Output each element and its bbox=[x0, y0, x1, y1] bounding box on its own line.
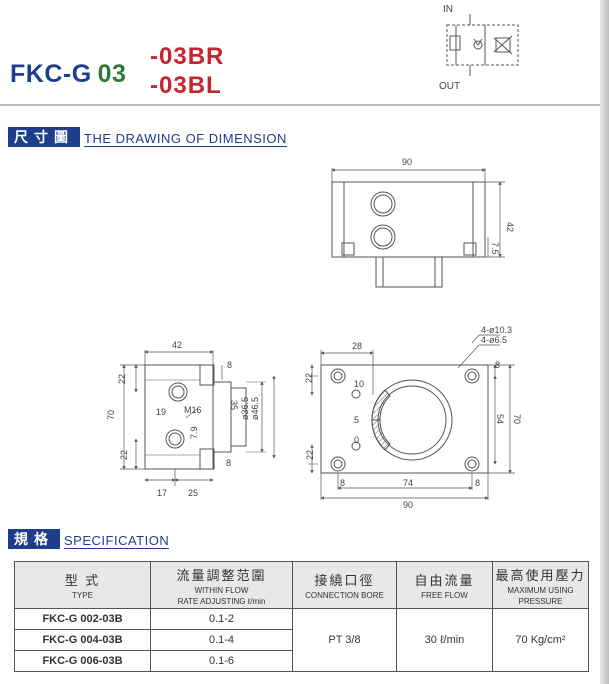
hydraulic-symbol bbox=[446, 14, 519, 76]
col-pressure: 最高使用壓力 MAXIMUM USING PRESSURE bbox=[492, 561, 589, 609]
dim-side-365: ø36.5 bbox=[240, 397, 250, 420]
cell-type: FKC-G 004-03B bbox=[14, 629, 151, 651]
col-range: 流量調整范圍 WITHIN FLOW RATE ADJUSTING ℓ/min bbox=[150, 561, 293, 609]
table-row: FKC-G 002-03B 0.1-2 PT 3/8 30 ℓ/min 70 K… bbox=[14, 608, 589, 672]
dim-front-5: 5 bbox=[354, 415, 359, 425]
dim-side-465: ø46.5 bbox=[250, 397, 260, 420]
section-dimension: 尺寸圖 THE DRAWING OF DIMENSION bbox=[8, 127, 287, 147]
spec-table: 型 式 TYPE 流量調整范圍 WITHIN FLOW RATE ADJUSTI… bbox=[14, 561, 589, 672]
dim-side-70: 70 bbox=[106, 410, 116, 420]
dim-front-70: 70 bbox=[512, 414, 522, 424]
dimension-drawing: 90 42 7.5 42 22 22 70 8 19 bbox=[106, 14, 522, 510]
dim-side-22-top: 22 bbox=[117, 374, 127, 384]
cell-type: FKC-G 002-03B bbox=[14, 608, 151, 630]
port-in-label: IN bbox=[443, 4, 453, 15]
port-out-label: OUT bbox=[439, 81, 461, 92]
dim-front-10: 10 bbox=[354, 379, 364, 389]
section-spec-zh: 規格 bbox=[8, 529, 60, 549]
col-type: 型 式 TYPE bbox=[14, 561, 151, 609]
dim-front-8b: 8 bbox=[475, 478, 480, 488]
section-spec: 規格 SPECIFICATION bbox=[8, 529, 170, 549]
dim-front-8a: 8 bbox=[340, 478, 345, 488]
dim-side-m16: M16 bbox=[184, 405, 202, 415]
table-row: FKC-G 006-03B 0.1-6 bbox=[14, 650, 589, 672]
top-view bbox=[331, 168, 505, 288]
model-suffix-l: -03BL bbox=[150, 72, 222, 99]
model-base: FKC-G bbox=[10, 60, 92, 88]
dim-side-35: 35 bbox=[229, 400, 239, 410]
cell-pressure: 70 Kg/cm² bbox=[492, 608, 589, 672]
dim-side-8: 8 bbox=[227, 360, 232, 370]
cell-range: 0.1-4 bbox=[150, 629, 293, 651]
section-dimension-en: THE DRAWING OF DIMENSION bbox=[84, 131, 287, 147]
dim-front-hole2: 4-ø6.5 bbox=[481, 335, 507, 345]
dim-front-8r: 8 bbox=[495, 360, 500, 370]
dim-side-19: 19 bbox=[156, 407, 166, 417]
cell-type: FKC-G 006-03B bbox=[14, 650, 151, 672]
front-view bbox=[308, 334, 515, 500]
cell-range: 0.1-2 bbox=[150, 608, 293, 630]
dim-side-8b: 8 bbox=[226, 458, 231, 468]
dim-side-17: 17 bbox=[157, 488, 167, 498]
dim-front-0: 0 bbox=[354, 435, 359, 445]
dim-side-width: 42 bbox=[172, 340, 182, 350]
side-view bbox=[120, 350, 276, 486]
model-number: 03 bbox=[97, 60, 127, 88]
section-dimension-zh: 尺寸圖 bbox=[8, 127, 80, 147]
dim-top-width: 90 bbox=[402, 157, 412, 167]
dim-front-54: 54 bbox=[495, 414, 505, 424]
dim-front-hole1: 4-ø10.3 bbox=[481, 325, 512, 335]
cell-connection: PT 3/8 bbox=[292, 608, 397, 672]
dim-side-25: 25 bbox=[188, 488, 198, 498]
dim-front-90: 90 bbox=[403, 500, 413, 510]
dim-front-22-bot: 22 bbox=[305, 450, 315, 460]
header-divider bbox=[0, 104, 600, 106]
col-connection: 接繞口徑 CONNECTION BORE bbox=[292, 561, 397, 609]
dim-front-22-top: 22 bbox=[304, 373, 314, 383]
col-free-flow: 自由流量 FREE FLOW bbox=[396, 561, 493, 609]
dim-side-79: 7.9 bbox=[189, 426, 199, 439]
cell-free-flow: 30 ℓ/min bbox=[396, 608, 493, 672]
dim-side-22-bot: 22 bbox=[119, 450, 129, 460]
dim-front-28: 28 bbox=[352, 341, 362, 351]
dim-front-74: 74 bbox=[403, 478, 413, 488]
spec-header-row: 型 式 TYPE 流量調整范圍 WITHIN FLOW RATE ADJUSTI… bbox=[14, 561, 589, 609]
dim-top-small: 7.5 bbox=[490, 242, 500, 255]
cell-range: 0.1-6 bbox=[150, 650, 293, 672]
page-edge bbox=[600, 0, 609, 684]
section-spec-en: SPECIFICATION bbox=[64, 533, 170, 549]
model-suffix-r: -03BR bbox=[150, 43, 225, 70]
dim-top-height: 42 bbox=[505, 222, 515, 232]
